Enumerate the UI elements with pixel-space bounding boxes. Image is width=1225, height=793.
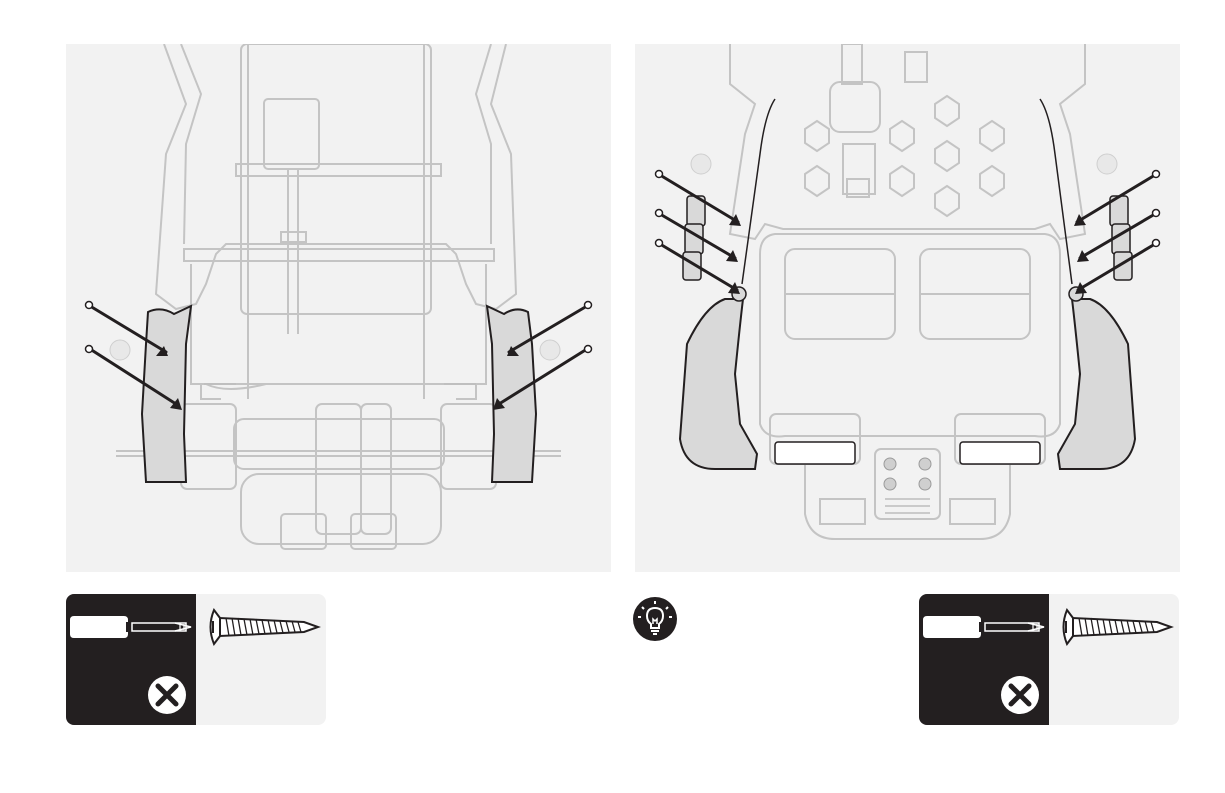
tool-card-left <box>66 594 326 725</box>
rear-view-fender-illustration <box>66 44 611 572</box>
left-illustration-panel <box>66 44 611 572</box>
left-fender <box>142 306 191 482</box>
x-circle-icon <box>1001 676 1039 714</box>
top-view-fender-illustration <box>635 44 1180 572</box>
screwdriver-icon <box>923 616 1044 638</box>
x-circle-icon <box>148 676 186 714</box>
left-fender <box>680 299 757 469</box>
right-illustration-panel <box>635 44 1180 572</box>
right-fender <box>1058 299 1135 469</box>
screw-icon <box>211 610 319 644</box>
screwdriver-icon <box>70 616 191 638</box>
tool-card-right <box>919 594 1179 725</box>
lightbulb-icon <box>633 597 677 641</box>
screw-icon <box>1064 610 1172 644</box>
right-fender <box>487 306 536 482</box>
